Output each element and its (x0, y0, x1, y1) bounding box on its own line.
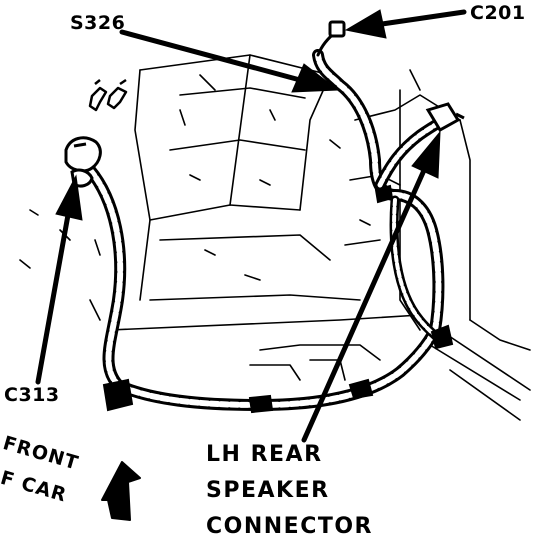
label-c313: C313 (4, 384, 60, 406)
clip-fasteners (88, 78, 128, 112)
callout-arrows (35, 9, 467, 443)
harness-clips (102, 184, 454, 414)
connector-c201-body (328, 20, 346, 38)
label-s326: S326 (70, 12, 126, 34)
label-speaker-line-3: CONNECTOR (206, 514, 373, 539)
label-lh-rear-speaker-connector: LH REAR SPEAKER CONNECTOR (206, 444, 373, 540)
label-speaker-line-1: LH REAR (206, 442, 323, 467)
label-c201: C201 (470, 2, 526, 24)
connector-speaker-body (425, 102, 465, 133)
front-of-car-arrow (101, 461, 141, 521)
label-speaker-line-2: SPEAKER (206, 478, 330, 503)
